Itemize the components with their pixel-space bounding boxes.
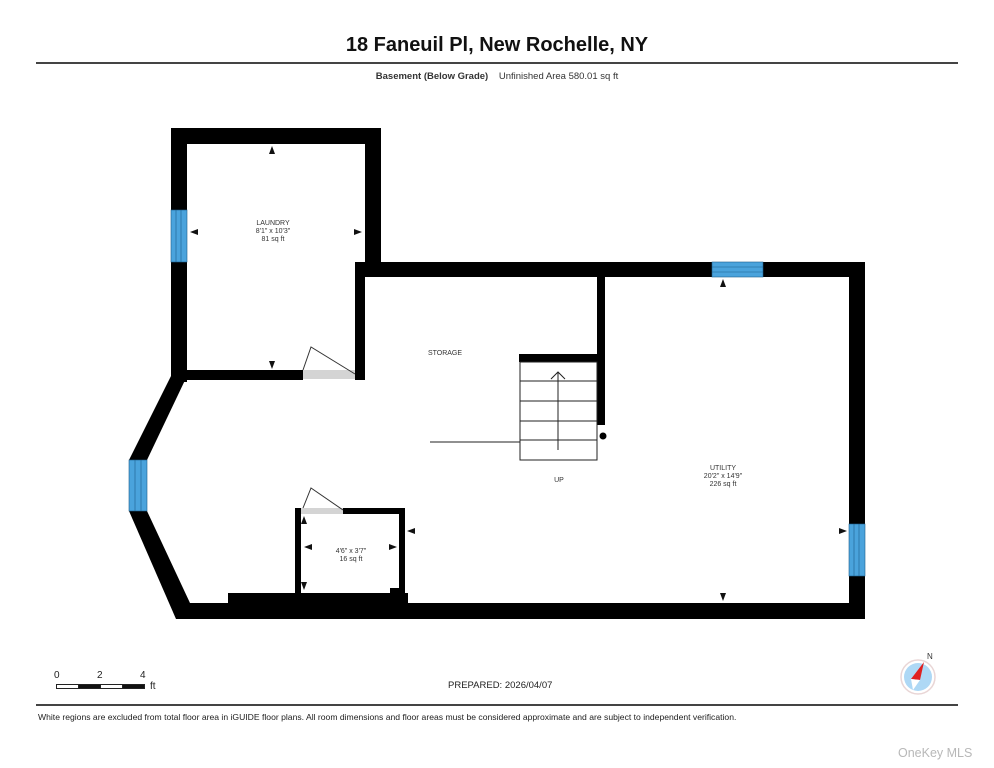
scale-tick-2: 2 — [97, 670, 103, 681]
windows — [128, 209, 866, 577]
scale-segment — [78, 684, 101, 689]
laundry-door-sill — [303, 370, 355, 379]
compass-icon: N — [900, 652, 936, 695]
scale-segment — [100, 684, 123, 689]
window-utility-north — [711, 261, 764, 278]
room-area-utility: 226 sq ft — [710, 481, 737, 488]
floor-summary: Basement (Below Grade) Unfinished Area 5… — [0, 71, 994, 82]
floor-name: Basement (Below Grade) — [375, 71, 489, 82]
window-utility-east — [848, 523, 866, 577]
stairs-label: UP — [554, 477, 564, 484]
room-name-utility: UTILITY — [710, 465, 736, 472]
scale-tick-0: 0 — [54, 670, 60, 681]
scale-tick-4: 4 — [140, 670, 146, 681]
compass-north-label: N — [927, 652, 933, 661]
scale-segment — [56, 684, 79, 689]
laundry-door-swing — [302, 346, 356, 375]
window-laundry-west — [170, 209, 188, 263]
doors — [301, 346, 356, 514]
room-dims-utility: 20'2" x 14'9" — [704, 473, 743, 480]
room-area-laundry: 81 sq ft — [262, 236, 285, 243]
window-storage-west — [128, 459, 148, 512]
scale-unit: ft — [150, 681, 156, 692]
prepared-date: PREPARED: 2026/04/07 — [448, 680, 553, 691]
area-summary: Unfinished Area 580.01 sq ft — [498, 71, 619, 82]
closet-door-swing — [302, 487, 344, 511]
room-name-laundry: LAUNDRY — [256, 220, 290, 227]
room-area-closet: 16 sq ft — [340, 556, 363, 563]
property-address-title: 18 Faneuil Pl, New Rochelle, NY — [345, 34, 649, 56]
staircase — [430, 361, 598, 461]
scale-bar: 0 2 4 ft — [54, 670, 174, 694]
closet-door-sill — [301, 508, 343, 514]
disclaimer-text: White regions are excluded from total fl… — [38, 712, 737, 722]
walls — [129, 128, 865, 619]
room-dims-closet: 4'6" x 3'7" — [336, 548, 367, 555]
post-marker — [599, 432, 607, 440]
footer-divider — [36, 704, 958, 706]
room-name-storage: STORAGE — [428, 350, 462, 357]
room-dims-laundry: 8'1" x 10'3" — [256, 228, 291, 235]
dimension-arrows — [190, 146, 847, 601]
header-divider — [36, 62, 958, 64]
scale-segment — [122, 684, 145, 689]
watermark: OneKey MLS — [898, 746, 973, 760]
